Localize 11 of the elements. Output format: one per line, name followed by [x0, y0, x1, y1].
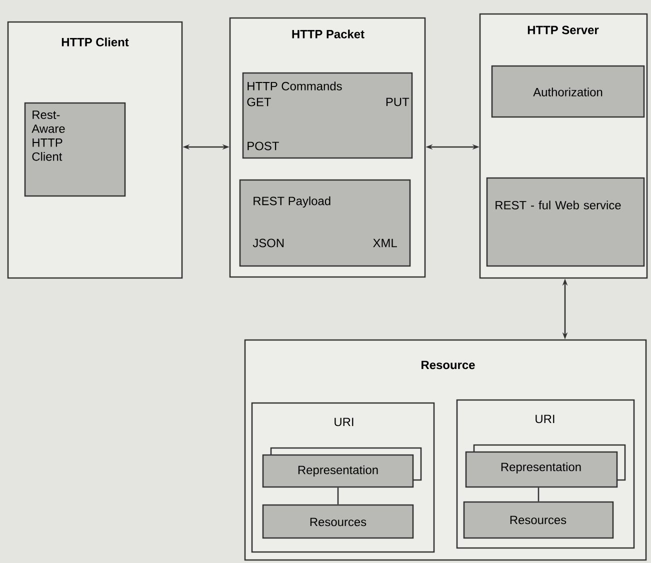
- commands-box: HTTP Commands GET PUT POST: [242, 72, 413, 159]
- connector-line: [538, 488, 540, 502]
- representation-box: Representation: [262, 447, 422, 488]
- client-module-box: Rest-Aware HTTP Client: [24, 102, 126, 197]
- resources-box: Resources: [463, 501, 614, 539]
- resources-box: Resources: [262, 504, 414, 539]
- payload-box: REST Payload JSON XML: [239, 179, 411, 267]
- authorization-box: Authorization: [491, 65, 645, 118]
- connector-line: [337, 488, 339, 504]
- web-service-box: REST - ful Web service: [486, 177, 645, 267]
- representation-box: Representation: [465, 444, 626, 488]
